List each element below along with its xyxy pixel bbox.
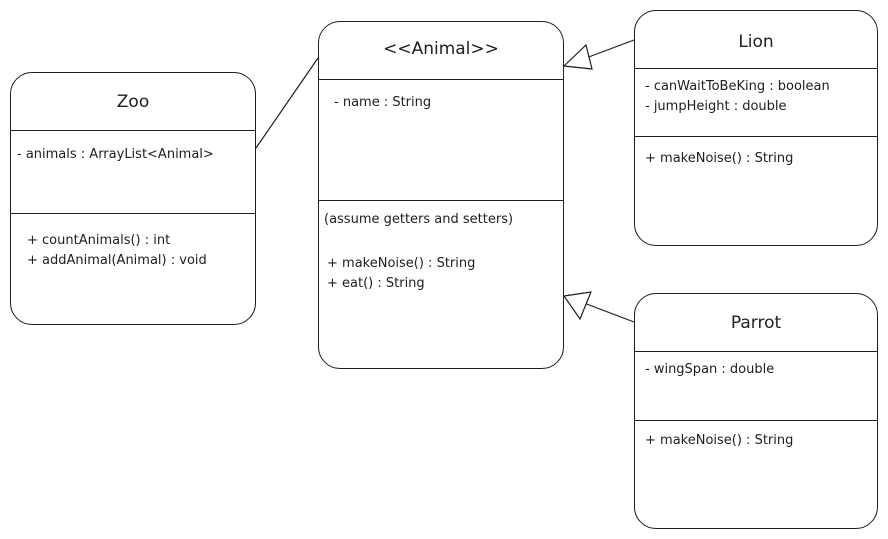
animal-class-name: <<Animal>> [383,39,499,59]
lion-animal-generalization-arrowhead [562,43,593,70]
zoo-attribute: - animals : ArrayList<Animal> [17,147,214,162]
animal-attributes: - name : String [334,93,431,113]
lion-class-name: Lion [738,32,774,52]
zoo-operations: + countAnimals() : int + addAnimal(Anima… [27,231,207,271]
zoo-animal-association [255,57,319,149]
lion-divider-2 [635,136,877,137]
parrot-class[interactable]: Parrot - wingSpan : double + makeNoise()… [634,293,878,529]
lion-attribute: - jumpHeight : double [645,99,787,114]
animal-operation: + eat() : String [327,276,425,291]
animal-attribute: - name : String [334,95,432,110]
parrot-attribute: - wingSpan : double [645,362,775,377]
parrot-divider-2 [635,420,877,421]
parrot-animal-generalization-arrowhead [562,291,592,321]
lion-divider-1 [635,68,877,69]
zoo-attributes: - animals : ArrayList<Animal> [17,145,214,165]
animal-divider-1 [319,79,563,80]
parrot-operations: + makeNoise() : String [645,431,793,451]
lion-class[interactable]: Lion - canWaitToBeKing : boolean - jumpH… [634,10,878,246]
parrot-divider-1 [635,351,877,352]
zoo-operation: + addAnimal(Animal) : void [27,253,207,268]
animal-note: (assume getters and setters) [324,212,514,227]
lion-operations: + makeNoise() : String [645,149,793,169]
animal-divider-2 [319,200,563,201]
zoo-operation: + countAnimals() : int [27,233,171,248]
zoo-class[interactable]: Zoo - animals : ArrayList<Animal> + coun… [10,72,256,325]
parrot-operation: + makeNoise() : String [645,433,794,448]
lion-attributes: - canWaitToBeKing : boolean - jumpHeight… [645,77,830,117]
parrot-class-name: Parrot [730,313,782,333]
animal-operation: + makeNoise() : String [327,256,476,271]
parrot-attributes: - wingSpan : double [645,360,774,380]
lion-attribute: - canWaitToBeKing : boolean [645,79,830,94]
lion-operation: + makeNoise() : String [645,151,794,166]
zoo-divider-2 [11,213,255,214]
parrot-animal-generalization-line [583,302,635,323]
zoo-divider-1 [11,130,255,131]
lion-animal-generalization-line [585,39,635,59]
zoo-class-name: Zoo [116,92,150,112]
animal-class[interactable]: <<Animal>> - name : String (assume gette… [318,21,564,369]
animal-operations: + makeNoise() : String + eat() : String [327,254,475,294]
